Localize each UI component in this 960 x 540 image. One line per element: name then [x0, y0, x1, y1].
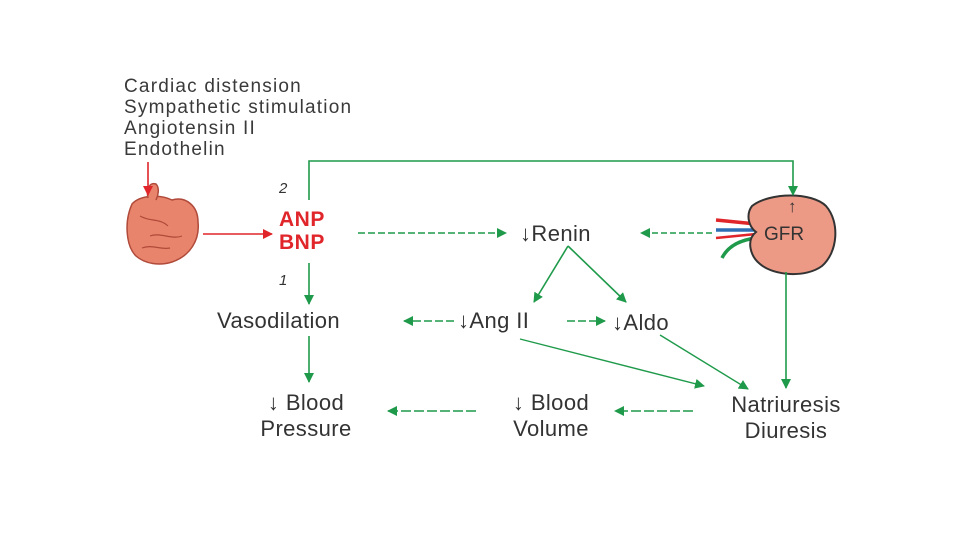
stimuli-list: Cardiac distension Sympathetic stimulati…	[124, 76, 352, 160]
node-blood-volume: ↓ Blood Volume	[488, 390, 614, 442]
stimulus-item: Endothelin	[124, 139, 226, 160]
node-line: Diuresis	[744, 418, 828, 443]
node-aldo: ↓Aldo	[612, 310, 670, 335]
arrow-aldo-to-natriuresis	[659, 334, 749, 390]
path-label-2: 2	[279, 180, 288, 197]
arrow-renin-to-aldo	[567, 245, 627, 303]
arrow-anp-to-gfr	[308, 160, 798, 200]
node-blood-pressure: ↓ Blood Pressure	[240, 390, 372, 442]
stimulus-item: Sympathetic stimulation	[124, 97, 353, 118]
hormone-bnp: BNP	[279, 231, 325, 254]
node-line: Volume	[513, 416, 589, 441]
node-line: Natriuresis	[731, 392, 841, 417]
arrow-renin-to-angii	[533, 245, 569, 303]
node-line: ↓ Blood	[512, 390, 590, 415]
node-vasodilation: Vasodilation	[217, 308, 341, 333]
node-gfr: GFR	[764, 224, 805, 245]
gfr-up-arrow: ↑	[788, 197, 797, 216]
node-ang-ii: ↓Ang II	[458, 308, 530, 333]
node-natriuresis-diuresis: Natriuresis Diuresis	[703, 392, 869, 444]
heart-icon	[126, 182, 199, 265]
node-line: Pressure	[260, 416, 352, 441]
kidney-icon	[715, 194, 837, 276]
stimulus-item: Cardiac distension	[124, 76, 302, 97]
node-renin: ↓Renin	[520, 221, 591, 246]
arrow-angii-to-natriuresis	[519, 338, 705, 389]
path-label-1: 1	[279, 272, 288, 289]
node-line: ↓ Blood	[267, 390, 345, 415]
hormone-anp: ANP	[279, 208, 325, 231]
stimulus-item: Angiotensin II	[124, 118, 256, 139]
